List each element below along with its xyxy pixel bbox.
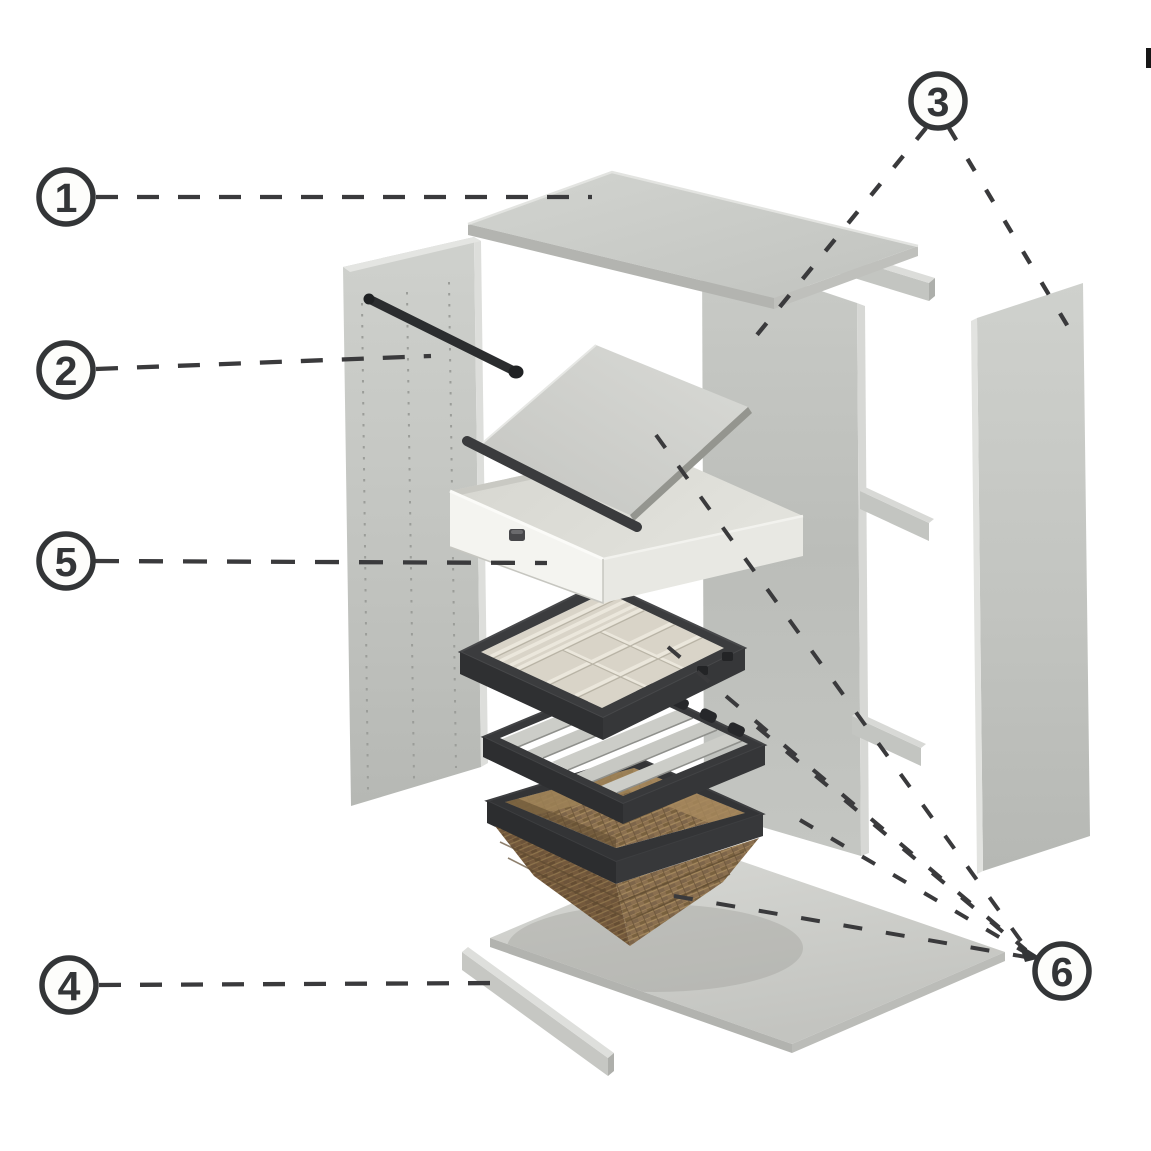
clothes-rail [363,293,524,379]
callout-1-label: 1 [55,175,78,221]
callout-6: 6 [1032,941,1092,1001]
leader-6-lines [654,433,1030,959]
page-edge-mark [1146,48,1151,68]
callout-5: 5 [36,531,96,591]
leader-3-left [750,126,928,343]
right-side-panel [971,283,1090,874]
callout-5-label: 5 [55,539,78,585]
shoe-shelf-rail [462,436,642,532]
jewelry-tray [457,580,748,740]
wall-rail-middle [860,487,934,541]
leader-lines [94,126,1078,988]
callout-4: 4 [39,955,99,1015]
wall-rail-lower [852,712,926,766]
top-panel [467,170,919,309]
drawer-knob [509,529,525,541]
callout-2: 2 [36,340,96,400]
callout-1: 1 [36,167,96,227]
jewelry-tray-compartments [489,594,702,698]
callout-2-label: 2 [55,348,78,394]
shoe-shelf [462,344,752,532]
leader-2 [95,353,432,372]
base-rail [462,947,614,1076]
callout-4-label: 4 [58,963,81,1009]
callout-3-label: 3 [927,79,950,125]
leader-5 [94,558,548,566]
leader-4 [98,980,504,988]
tray-foot [722,652,733,661]
callouts: 1 2 3 4 5 6 [36,71,1092,1015]
leader-3-right [947,126,1078,342]
callout-6-label: 6 [1051,949,1074,995]
callout-3: 3 [908,71,968,131]
